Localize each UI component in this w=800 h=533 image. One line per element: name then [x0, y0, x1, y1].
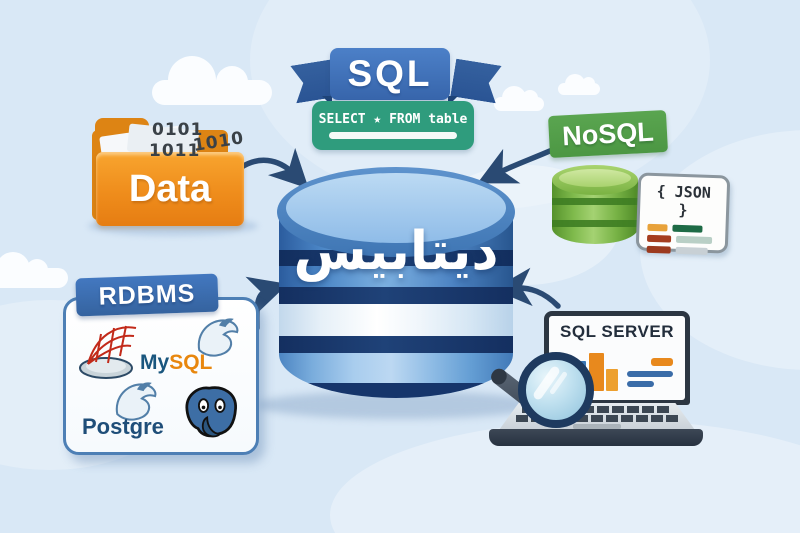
nosql-banner-label: NoSQL	[561, 116, 655, 151]
keyboard-keys	[522, 406, 672, 413]
cylinder-groove	[279, 287, 513, 304]
postgres-dolphin-icon	[115, 382, 157, 421]
chart-line	[627, 381, 654, 387]
binary-digits: 1011	[149, 141, 201, 161]
magnifier-icon	[518, 352, 594, 428]
cylinder-groove	[552, 198, 638, 205]
query-text: SELECT ★ FROM table	[318, 112, 468, 127]
sql-ribbon: SQL	[330, 48, 450, 100]
json-card-label: { JSON }	[656, 182, 712, 220]
nosql-banner: NoSQL	[547, 109, 669, 159]
code-bar	[647, 223, 668, 232]
cloud-icon	[494, 86, 544, 111]
cloud-icon	[152, 56, 272, 105]
cloud-icon	[0, 252, 68, 288]
query-underline	[329, 132, 457, 139]
sql-server-title: SQL SERVER	[560, 322, 674, 341]
database-label: ديتابيس	[293, 220, 499, 282]
code-bar	[675, 235, 713, 245]
code-bar	[646, 245, 671, 254]
arrow-nosql-to-db	[477, 147, 555, 184]
cylinder-groove	[552, 220, 638, 227]
postgres-wordmark: Postgre	[82, 414, 164, 439]
laptop-base	[489, 429, 703, 446]
cylinder-groove	[279, 250, 513, 266]
code-bar	[675, 246, 708, 255]
database-top	[277, 167, 515, 257]
cylinder-segment	[279, 304, 513, 336]
rdbms-banner-label: RDBMS	[98, 278, 196, 311]
mysql-wordmark: MySQL	[140, 351, 212, 375]
cylinder-groove	[279, 336, 513, 353]
mysql-sql: SQL	[169, 351, 213, 374]
data-folder: Data	[96, 152, 244, 226]
chart-bar	[606, 369, 618, 391]
code-bar	[672, 224, 703, 233]
json-code-lines	[646, 223, 718, 255]
mysql-my: My	[140, 351, 170, 374]
postgres-elephant-icon	[185, 386, 237, 438]
sql-ribbon-wing	[450, 59, 501, 104]
sql-server-logo-icon	[79, 325, 137, 379]
arrow-data-to-db	[237, 147, 309, 189]
chart-line	[627, 371, 673, 377]
cloud-icon	[558, 74, 600, 95]
chart-bar	[651, 358, 673, 366]
arrow-laptop-to-db	[493, 267, 561, 309]
nosql-database-top	[552, 165, 638, 195]
data-folder-label: Data	[128, 167, 212, 210]
cylinder-rim	[279, 383, 513, 398]
rdbms-banner: RDBMS	[75, 273, 219, 317]
mysql-dolphin-icon	[197, 318, 239, 357]
sql-ribbon-label: SQL	[347, 53, 433, 94]
binary-digits: 0101	[152, 120, 204, 140]
trackpad	[573, 424, 621, 429]
code-bar	[646, 234, 672, 243]
json-card: { JSON }	[635, 172, 731, 255]
query-box: SELECT ★ FROM table	[312, 101, 474, 150]
keyboard-keys	[516, 415, 678, 422]
